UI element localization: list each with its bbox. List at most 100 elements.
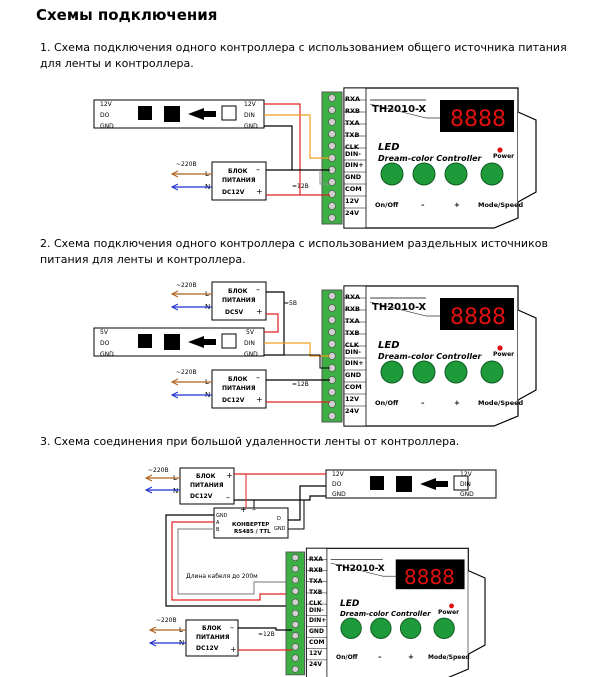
svg-text:БЛОК: БЛОК xyxy=(228,376,248,383)
svg-text:12V: 12V xyxy=(345,197,359,205)
svg-text:~220В: ~220В xyxy=(176,369,197,376)
svg-text:–: – xyxy=(378,653,382,661)
svg-text:TXB: TXB xyxy=(345,329,359,337)
svg-text:COM: COM xyxy=(345,185,362,193)
svg-text:TXB: TXB xyxy=(309,589,323,596)
section-2-text: 2. Схема подключения одного контроллера … xyxy=(40,237,548,266)
svg-text:БЛОК: БЛОК xyxy=(228,168,248,175)
svg-text:ПИТАНИЯ: ПИТАНИЯ xyxy=(222,177,256,184)
svg-text:CLK: CLK xyxy=(309,600,322,607)
svg-text:12V: 12V xyxy=(244,101,257,108)
pin-label: RXA xyxy=(345,95,360,103)
svg-text:Dream-color Controller: Dream-color Controller xyxy=(340,610,431,618)
svg-text:GND: GND xyxy=(332,491,346,498)
svg-text:~220В: ~220В xyxy=(156,617,177,624)
svg-text:24V: 24V xyxy=(345,209,359,217)
svg-text:RXB: RXB xyxy=(345,305,360,313)
svg-text:COM: COM xyxy=(345,383,362,391)
svg-text:DC12V: DC12V xyxy=(222,397,245,404)
svg-text:LED: LED xyxy=(378,340,400,351)
svg-text:TH2010-X: TH2010-X xyxy=(336,564,385,574)
svg-text:+: + xyxy=(256,187,263,196)
svg-text:БЛОК: БЛОК xyxy=(202,625,222,632)
svg-text:+: + xyxy=(408,653,414,661)
svg-text:GND: GND xyxy=(345,173,362,181)
svg-text:12V: 12V xyxy=(345,395,359,403)
svg-text:RXA: RXA xyxy=(309,556,323,563)
svg-text:CLK: CLK xyxy=(345,143,360,151)
svg-text:5V: 5V xyxy=(246,329,255,336)
svg-text:~220В: ~220В xyxy=(176,161,197,168)
svg-text:–: – xyxy=(252,505,256,514)
svg-text:12V: 12V xyxy=(460,471,473,478)
svg-text:–: – xyxy=(421,201,425,209)
svg-text:GND: GND xyxy=(309,628,324,635)
svg-text:GND: GND xyxy=(216,513,228,519)
svg-text:N: N xyxy=(173,487,178,495)
diagram-1: RXA RXB TXA TXB CLK DIN- DIN+ GND COM 12… xyxy=(93,87,537,229)
svg-text:=5В: =5В xyxy=(284,300,297,307)
svg-text:Dream-color Controller: Dream-color Controller xyxy=(378,352,483,361)
svg-text:DIN-: DIN- xyxy=(345,150,361,158)
svg-text:ПИТАНИЯ: ПИТАНИЯ xyxy=(196,634,230,641)
svg-text:Power: Power xyxy=(493,351,514,358)
svg-text:B: B xyxy=(216,527,220,533)
svg-text:GND: GND xyxy=(244,351,258,358)
svg-text:DC12V: DC12V xyxy=(190,493,213,500)
svg-text:DO: DO xyxy=(332,481,342,488)
svg-text:–: – xyxy=(256,285,260,294)
svg-text:DC12V: DC12V xyxy=(196,645,219,652)
svg-text:GND: GND xyxy=(100,351,114,358)
svg-text:24V: 24V xyxy=(309,661,322,668)
svg-text:12V: 12V xyxy=(309,650,322,657)
section-3-text: 3. Схема соединения при большой удаленно… xyxy=(40,435,460,448)
svg-text:A: A xyxy=(216,520,220,526)
svg-text:TXA: TXA xyxy=(345,317,359,325)
svg-text:~220В: ~220В xyxy=(148,467,169,474)
svg-text:DC5V: DC5V xyxy=(225,309,244,316)
svg-text:КОНВЕРТЕР: КОНВЕРТЕР xyxy=(232,522,269,528)
svg-text:Mode/Speed: Mode/Speed xyxy=(428,654,470,661)
svg-text:–: – xyxy=(421,399,425,407)
svg-text:24V: 24V xyxy=(345,407,359,415)
svg-text:Mode/Speed: Mode/Speed xyxy=(478,201,524,209)
svg-text:–: – xyxy=(256,373,260,382)
svg-text:DIN: DIN xyxy=(460,481,471,488)
svg-text:D: D xyxy=(277,516,281,522)
svg-text:DO: DO xyxy=(100,340,110,347)
svg-text:=12В: =12В xyxy=(292,381,309,388)
svg-text:+: + xyxy=(256,395,263,404)
svg-text:COM: COM xyxy=(309,639,325,646)
section-1-text: 1. Схема подключения одного контроллера … xyxy=(40,41,567,70)
svg-text:DIN: DIN xyxy=(244,340,255,347)
svg-text:~220В: ~220В xyxy=(176,282,197,289)
svg-text:Mode/Speed: Mode/Speed xyxy=(478,399,524,407)
svg-text:+: + xyxy=(240,505,247,514)
svg-text:12V: 12V xyxy=(100,101,113,108)
svg-text:On/Off: On/Off xyxy=(375,399,399,407)
svg-text:RXB: RXB xyxy=(345,107,360,115)
svg-text:On/Off: On/Off xyxy=(336,654,358,661)
svg-text:GND: GND xyxy=(345,371,362,379)
controller-brand: LED xyxy=(378,142,400,153)
svg-text:+: + xyxy=(454,201,460,209)
svg-text:+: + xyxy=(230,645,237,654)
button-label: On/Off xyxy=(375,201,399,209)
svg-text:DC12V: DC12V xyxy=(222,189,245,196)
svg-text:Длина кабеля до 200м: Длина кабеля до 200м xyxy=(186,573,258,580)
svg-text:8888: 8888 xyxy=(450,107,506,132)
svg-text:12V: 12V xyxy=(332,471,345,478)
svg-text:TH2010-X: TH2010-X xyxy=(372,302,426,313)
svg-text:GND: GND xyxy=(100,123,114,130)
svg-text:ПИТАНИЯ: ПИТАНИЯ xyxy=(222,385,256,392)
controller-subtitle: Dream-color Controller xyxy=(378,154,483,163)
svg-text:TXB: TXB xyxy=(345,131,359,139)
diagram-2: RXA RXB TXA TXB CLK DIN- DIN+ GND COM 12… xyxy=(93,281,537,427)
power-label: Power xyxy=(493,153,514,160)
svg-text:GND: GND xyxy=(274,526,286,532)
svg-text:+: + xyxy=(256,307,263,316)
svg-text:DIN+: DIN+ xyxy=(309,617,326,624)
svg-text:DIN: DIN xyxy=(244,112,255,119)
svg-text:GND: GND xyxy=(460,491,474,498)
